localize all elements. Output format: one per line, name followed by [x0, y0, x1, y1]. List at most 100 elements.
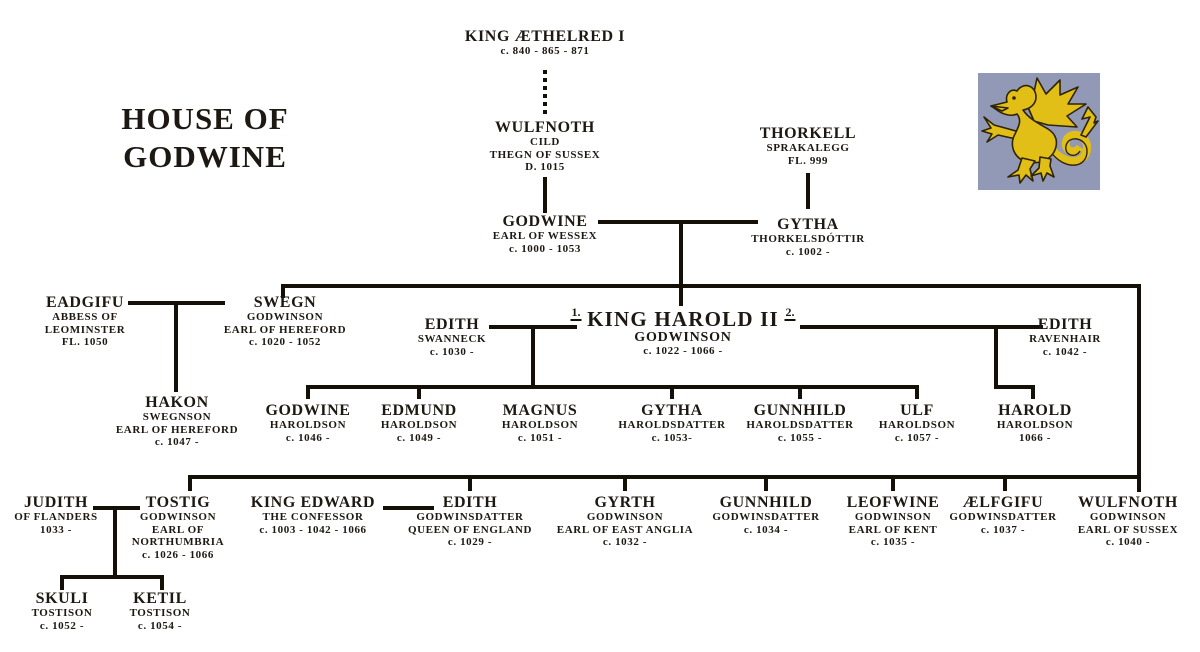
connector-line [915, 385, 919, 399]
connector-line [1031, 385, 1035, 399]
person-text-line: TOSTISON [31, 607, 93, 619]
person-text-line: ÆLFGIFU [962, 494, 1044, 511]
person-text-line: c. 1022 - 1066 - [643, 345, 723, 357]
person-text-line: WULFNOTH [1078, 494, 1178, 511]
person-text-line: CILD [530, 136, 560, 148]
person-text-line: c. 1046 - [285, 431, 331, 444]
person-text-line: c. 1057 - [894, 431, 940, 444]
wessex-wyvern-emblem [978, 73, 1100, 190]
person-text-line: HAROLDSON [269, 419, 347, 431]
person-text-line: EDITH [1037, 316, 1093, 333]
connector-line [679, 284, 683, 306]
connector-line [281, 284, 285, 298]
person-text-line: HAROLDSDATTER [746, 419, 854, 431]
person-text-line: KING ÆTHELRED I [464, 28, 626, 45]
person-text-line: GODWINSON [139, 511, 217, 523]
person-text-line: c. 1035 - [870, 536, 916, 548]
person-text-line: JUDITH [23, 494, 89, 511]
person-text-line: GUNNHILD [753, 402, 847, 419]
connector-line [113, 506, 117, 577]
person-text-line: EADGIFU [46, 294, 124, 311]
person-text-line: GYTHA [777, 216, 839, 233]
connector-line [670, 385, 674, 399]
person-text-line: GODWINE [265, 402, 351, 419]
person-text-line: GODWINSDATTER [712, 511, 820, 523]
connector-line [383, 506, 434, 510]
person-text-line: RAVENHAIR [1029, 333, 1101, 345]
person-text-line: EDITH [442, 494, 498, 511]
person-text-line: GODWINSDATTER [416, 511, 524, 523]
person-text-line: FL. 1050 [61, 336, 109, 348]
person-text-line: c. 1002 - [785, 245, 831, 258]
person-text-line: SWEGN [253, 294, 317, 311]
connector-line [188, 475, 1141, 479]
person-text-line: THORKELL [759, 125, 857, 142]
connector-line [417, 385, 421, 399]
person-text-line: GODWINSON [634, 330, 732, 345]
person-text-line: c. 1000 - 1053 [509, 242, 581, 255]
person-text-line: c. 1054 - [137, 619, 183, 632]
person-text-line: KING EDWARD [250, 494, 376, 511]
person-text-line: LEOFWINE [846, 494, 940, 511]
page-title-line1: HOUSE OF [121, 101, 289, 136]
person-text-line: ABBESS OF [52, 311, 118, 323]
person-text-line: SKULI [35, 590, 89, 607]
person-text-line: TOSTIG [145, 494, 211, 511]
connector-line [764, 475, 768, 491]
person-text-line: KING HAROLD II [587, 307, 779, 331]
person-text-line: GODWINSDATTER [949, 511, 1057, 523]
person-text-line: LEOMINSTER [44, 323, 126, 336]
person-text-line: GODWINSON [1089, 511, 1167, 523]
person-text-line: c. 1029 - [447, 536, 493, 548]
person-text-line: HAROLDSON [996, 419, 1074, 431]
person-text-line: FL. 999 [787, 154, 829, 167]
person-text-line: QUEEN OF ENGLAND [407, 523, 533, 536]
person-text-line: HAROLDSDATTER [618, 419, 726, 431]
person-text-line: c. 1040 - [1105, 536, 1151, 548]
connector-line [1003, 475, 1007, 491]
person-text-line: EDMUND [381, 402, 457, 419]
person-text-line: NORTHUMBRIA [131, 536, 225, 548]
connector-line [306, 385, 310, 399]
person-text-line: c. 1030 - [429, 345, 475, 358]
page-title: HOUSE OF GODWINE [121, 100, 288, 176]
person-text-line: THEGN OF SUSSEX [489, 148, 601, 161]
person-text-line: EARL OF WESSEX [492, 230, 598, 242]
connector-line [60, 575, 164, 579]
person-text-line: MAGNUS [502, 402, 578, 419]
connector-line [623, 475, 627, 491]
person-text-line: c. 1055 - [777, 431, 823, 444]
person-text-line: c. 1034 - [743, 523, 789, 536]
person-text-line: c. 1042 - [1042, 345, 1088, 358]
connector-line [281, 284, 1141, 288]
connector-line [60, 575, 64, 590]
person-text-line: GYRTH [594, 494, 656, 511]
person-text-line: GODWINSON [246, 311, 324, 323]
person-text-line: GODWINSON [586, 511, 664, 523]
person-text-line: ULF [900, 402, 934, 419]
person-text-line: GUNNHILD [719, 494, 813, 511]
person-text-line: EARL OF KENT [848, 523, 938, 536]
connector-line [1137, 284, 1141, 492]
connector-line [994, 325, 998, 389]
person-text-line: EARL OF EAST ANGLIA [556, 523, 694, 536]
connector-line [160, 575, 164, 590]
person-text-line: EDITH [424, 316, 480, 333]
